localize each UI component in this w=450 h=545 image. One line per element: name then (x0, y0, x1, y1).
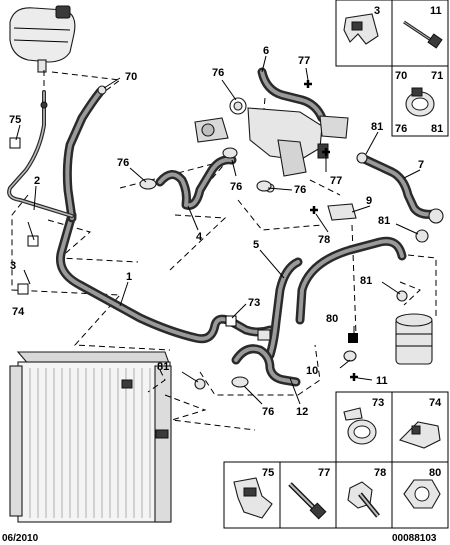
bolt-78-symbol (310, 206, 318, 214)
callout-81-bottom: 81 (157, 361, 169, 373)
expansion-tank (9, 5, 76, 73)
callout-81-mid: 81 (378, 215, 390, 227)
legend-label-73: 73 (372, 397, 384, 409)
callout-77-mid: 77 (330, 175, 342, 187)
legend-box-77: 77 (279, 461, 337, 529)
legend-box-11: 11 (391, 0, 449, 67)
callout-7: 7 (418, 159, 424, 171)
bolt-77b-symbol (322, 148, 330, 156)
legend-box-78: 78 (335, 461, 393, 529)
leader-lines (15, 55, 421, 405)
footer-code: 00088103 (392, 533, 437, 544)
legend-label-11: 11 (430, 5, 442, 17)
clamp-76b-part (222, 147, 238, 159)
legend-label-75: 75 (262, 467, 274, 479)
callout-2: 2 (34, 175, 40, 187)
callout-73: 73 (248, 297, 260, 309)
legend-label-81: 81 (431, 123, 443, 135)
callout-77-top: 77 (298, 55, 310, 67)
ref-box-74 (17, 283, 29, 295)
callout-70: 70 (125, 71, 137, 83)
callout-75: 75 (9, 114, 21, 126)
legend-label-78: 78 (374, 467, 386, 479)
legend-box-74: 74 (391, 391, 449, 463)
hose-5 (265, 257, 303, 360)
legend-label-3: 3 (374, 5, 380, 17)
nut-80-symbol (348, 333, 358, 343)
legend-box-75: 75 (223, 461, 281, 529)
callout-81-right: 81 (371, 121, 383, 133)
legend-box-73: 73 (335, 391, 393, 463)
legend-label-77: 77 (318, 467, 330, 479)
callout-81-lower: 81 (360, 275, 372, 287)
legend-label-80: 80 (429, 467, 441, 479)
footer-date: 06/2010 (2, 533, 39, 544)
hose-6 (257, 67, 327, 123)
hose-left (62, 87, 105, 223)
hose-1 (56, 210, 275, 344)
callout-76-right: 76 (294, 184, 306, 196)
clamp-81b-part (415, 229, 429, 243)
callout-76-left: 76 (117, 157, 129, 169)
legend-label-71: 71 (431, 70, 443, 82)
thermostat-housing (194, 97, 349, 193)
callout-76-top: 76 (212, 67, 224, 79)
legend-label-76: 76 (395, 123, 407, 135)
callout-78: 78 (318, 234, 330, 246)
callout-4: 4 (196, 231, 203, 243)
bolt-11-symbol (350, 373, 358, 381)
radiator (9, 351, 172, 523)
pipe-7 (357, 153, 444, 224)
legend-label-74: 74 (429, 397, 442, 409)
callout-76-mid: 76 (230, 181, 242, 193)
callout-5: 5 (253, 239, 259, 251)
legend-label-70: 70 (395, 70, 407, 82)
callout-11: 11 (376, 375, 388, 387)
callout-3: 3 (10, 260, 16, 272)
legend-box-3: 3 (335, 0, 393, 67)
callout-80: 80 (326, 313, 338, 325)
bracket-9 (327, 203, 357, 221)
oil-cooler (395, 313, 433, 365)
adapter-73-part (257, 329, 271, 341)
hose-12 (231, 344, 301, 387)
clamp-76d-part (231, 376, 249, 388)
callout-6: 6 (263, 45, 269, 57)
legend-box-clamps: 70 71 76 81 (391, 65, 449, 137)
callout-1: 1 (126, 271, 132, 283)
bolt-77a-symbol (304, 80, 312, 88)
hose-oil-cooler (295, 236, 407, 325)
clamp-76c-part (256, 180, 272, 192)
clamp-76a-part (139, 178, 157, 190)
callout-9: 9 (366, 195, 372, 207)
ref-box-73 (225, 315, 237, 327)
callout-76-bottom: 76 (262, 406, 274, 418)
pipe-2 (7, 90, 74, 218)
clamp-10-part (343, 350, 357, 362)
legend-box-80: 80 (391, 461, 449, 529)
callout-74: 74 (12, 306, 25, 318)
callout-12: 12 (296, 406, 308, 418)
callout-10: 10 (306, 365, 318, 377)
hose-4 (155, 155, 237, 210)
ref-box-75 (9, 137, 21, 149)
clamp-81a-part (356, 152, 368, 164)
